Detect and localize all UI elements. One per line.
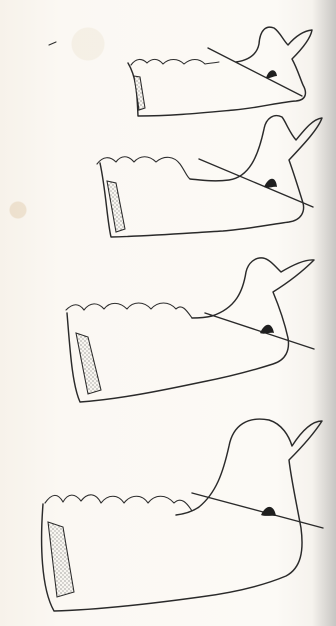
symphysis-section (107, 181, 125, 232)
mandibular-foramen (261, 507, 276, 516)
molar-row (131, 59, 219, 65)
mandibular-foramen (266, 70, 277, 78)
reference-line (208, 48, 302, 96)
molar-row (66, 303, 192, 318)
reference-line (192, 493, 323, 528)
symphysis-section (48, 522, 74, 597)
reference-line (205, 313, 314, 349)
symphysis-section (134, 76, 145, 110)
mandible-outline (42, 419, 322, 611)
mandible-outline (128, 27, 312, 116)
mandibular-foramen (260, 325, 274, 334)
molar-row (45, 495, 192, 511)
mandible-panel-4 (42, 419, 323, 611)
mandible-panel-2 (97, 116, 322, 237)
mandible-outline (67, 258, 314, 402)
mandible-panel-3 (66, 258, 314, 402)
mandibular-foramen (264, 179, 277, 188)
symphysis-section (76, 333, 101, 394)
reference-line (199, 159, 313, 207)
stray-mark (49, 42, 56, 45)
mandible-panel-1 (128, 27, 312, 116)
mandible-outline (100, 116, 322, 237)
molar-row (97, 157, 190, 179)
